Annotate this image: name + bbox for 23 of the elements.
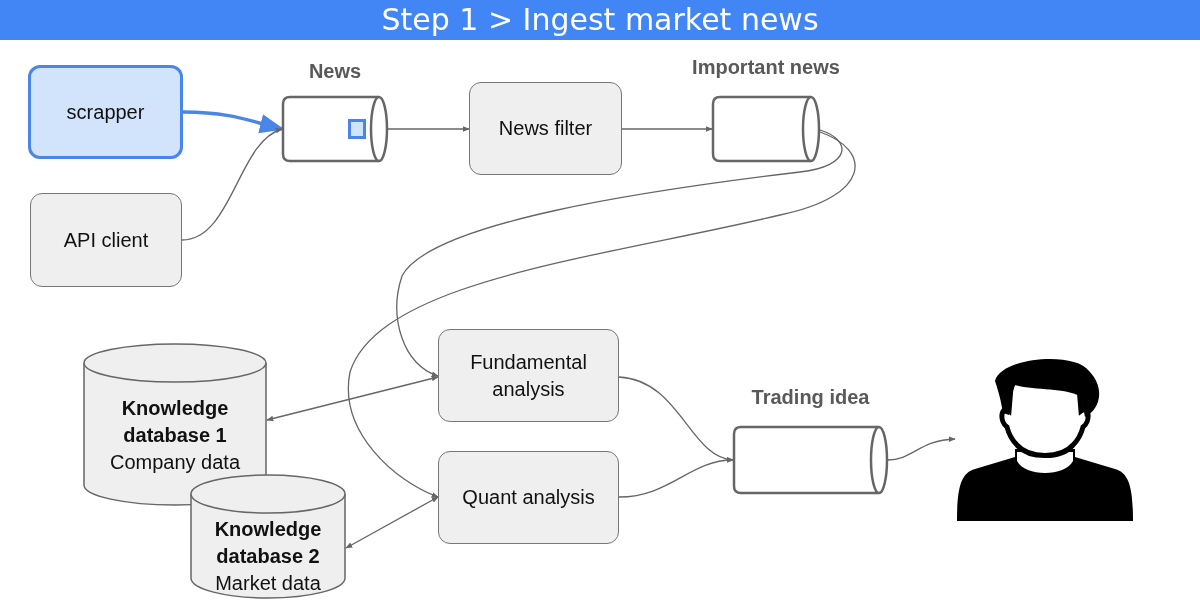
arrow [887, 436, 956, 461]
database-description: Market data [214, 571, 322, 596]
arrow [618, 457, 734, 498]
arrow [621, 126, 713, 132]
process-box: Fundamental analysis [438, 329, 619, 422]
arrow [181, 128, 283, 241]
arrow [387, 126, 470, 132]
database-description: Company data [108, 450, 242, 475]
selected-process-box: scrapper [28, 65, 183, 159]
title: Step 1 > Ingest market news [381, 3, 819, 37]
database-name: Knowledge database 1 [120, 396, 230, 448]
queue-heading: Important news [691, 56, 841, 79]
process-box: Quant analysis [438, 451, 619, 544]
arrow [347, 131, 856, 498]
database-name: Knowledge database 2 [213, 517, 323, 569]
arrow [266, 375, 439, 422]
arrow [396, 129, 843, 377]
process-box: API client [30, 193, 182, 287]
arrow [182, 110, 285, 133]
arrow [345, 496, 439, 549]
queue-heading: Trading idea [750, 386, 871, 409]
queue-heading: News [307, 60, 363, 83]
process-box: News filter [469, 82, 622, 175]
